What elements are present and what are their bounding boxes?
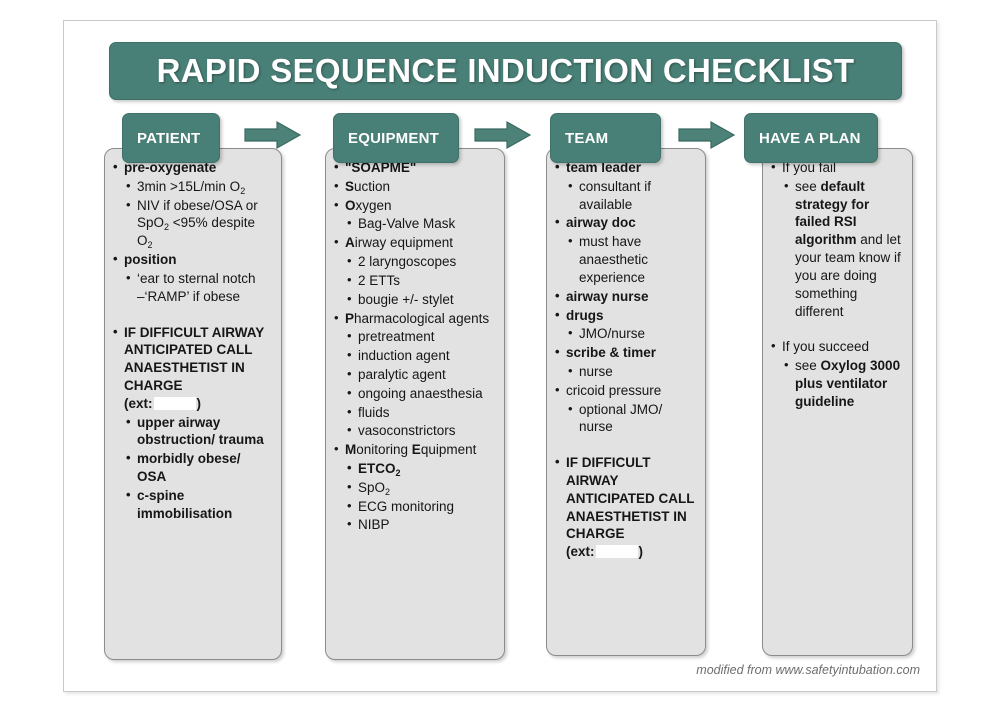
list-item: If you fail bbox=[769, 158, 904, 177]
list-spacer bbox=[769, 321, 904, 337]
section-header-patient-label: PATIENT bbox=[137, 129, 201, 147]
list-item: vasoconstrictors bbox=[332, 421, 496, 440]
list-item: drugs bbox=[553, 306, 697, 325]
list-item: c-spine immobilisation bbox=[111, 486, 273, 523]
list-item: JMO/nurse bbox=[553, 324, 697, 343]
list-item: ECG monitoring bbox=[332, 497, 496, 516]
list-item: ETCO2 bbox=[332, 459, 496, 478]
extension-blank-field[interactable] bbox=[153, 396, 196, 410]
section-header-have-a-plan-label: HAVE A PLAN bbox=[759, 129, 861, 147]
list-item: SpO2 bbox=[332, 478, 496, 497]
list-item: optional JMO/ nurse bbox=[553, 400, 697, 437]
list-item-difficult-airway: IF DIFFICULT AIRWAY ANTICIPATED CALL ANA… bbox=[111, 322, 273, 413]
checklist-patient: pre-oxygenate 3min >15L/min O2 NIV if ob… bbox=[111, 158, 273, 523]
list-item: paralytic agent bbox=[332, 365, 496, 384]
list-item-difficult-airway: IF DIFFICULT AIRWAY ANTICIPATED CALL ANA… bbox=[553, 453, 697, 561]
list-item: ‘ear to sternal notch –‘RAMP’ if obese bbox=[111, 269, 273, 306]
page-title: RAPID SEQUENCE INDUCTION CHECKLIST bbox=[156, 52, 855, 89]
list-item: upper airway obstruction/ trauma bbox=[111, 413, 273, 450]
content-card-team: team leader consultant if available airw… bbox=[546, 148, 706, 656]
list-item: scribe & timer bbox=[553, 343, 697, 362]
list-item: airway doc bbox=[553, 213, 697, 232]
arrow-right-icon bbox=[244, 120, 302, 150]
list-item: NIBP bbox=[332, 515, 496, 534]
list-item: Bag-Valve Mask bbox=[332, 214, 496, 233]
list-item: 2 laryngoscopes bbox=[332, 252, 496, 271]
list-item: consultant if available bbox=[553, 177, 697, 214]
section-header-team-label: TEAM bbox=[565, 129, 609, 147]
checklist-equipment: "SOAPME" Suction Oxygen Bag-Valve Mask A… bbox=[332, 158, 496, 534]
list-item: morbidly obese/ OSA bbox=[111, 449, 273, 486]
source-credit: modified from www.safetyintubation.com bbox=[696, 663, 920, 677]
list-item: must have anaesthetic experience bbox=[553, 232, 697, 286]
section-header-team[interactable]: TEAM bbox=[550, 113, 661, 163]
section-header-have-a-plan[interactable]: HAVE A PLAN bbox=[744, 113, 878, 163]
list-item: Airway equipment bbox=[332, 233, 496, 252]
list-item: Pharmacological agents bbox=[332, 309, 496, 328]
list-item: position bbox=[111, 250, 273, 269]
extension-blank-field[interactable] bbox=[595, 545, 638, 559]
section-header-equipment-label: EQUIPMENT bbox=[348, 129, 439, 147]
list-item: pre-oxygenate bbox=[111, 158, 273, 177]
list-item: team leader bbox=[553, 158, 697, 177]
page-title-banner: RAPID SEQUENCE INDUCTION CHECKLIST bbox=[109, 42, 902, 100]
list-item: bougie +/- stylet bbox=[332, 290, 496, 309]
content-card-equipment: "SOAPME" Suction Oxygen Bag-Valve Mask A… bbox=[325, 148, 505, 660]
list-item: see Oxylog 3000 plus ventilator guidelin… bbox=[769, 356, 904, 410]
list-item: fluids bbox=[332, 403, 496, 422]
list-item: Oxygen bbox=[332, 196, 496, 215]
list-item: Suction bbox=[332, 177, 496, 196]
list-item: see default strategy for failed RSI algo… bbox=[769, 177, 904, 321]
list-spacer bbox=[111, 307, 273, 323]
list-spacer bbox=[553, 437, 697, 453]
content-card-patient: pre-oxygenate 3min >15L/min O2 NIV if ob… bbox=[104, 148, 282, 660]
list-item: nurse bbox=[553, 362, 697, 381]
checklist-have-a-plan: If you fail see default strategy for fai… bbox=[769, 158, 904, 411]
list-item: Monitoring Equipment bbox=[332, 440, 496, 459]
arrow-right-icon bbox=[474, 120, 532, 150]
list-item: NIV if obese/OSA or SpO2 <95% despite O2 bbox=[111, 196, 273, 251]
section-header-equipment[interactable]: EQUIPMENT bbox=[333, 113, 459, 163]
list-item: 3min >15L/min O2 bbox=[111, 177, 273, 196]
list-item: If you succeed bbox=[769, 337, 904, 356]
list-item: induction agent bbox=[332, 346, 496, 365]
list-item: airway nurse bbox=[553, 287, 697, 306]
checklist-team: team leader consultant if available airw… bbox=[553, 158, 697, 561]
list-item: "SOAPME" bbox=[332, 158, 496, 177]
arrow-right-icon bbox=[678, 120, 736, 150]
list-item: ongoing anaesthesia bbox=[332, 384, 496, 403]
list-item: cricoid pressure bbox=[553, 381, 697, 400]
section-header-patient[interactable]: PATIENT bbox=[122, 113, 220, 163]
content-card-have-a-plan: If you fail see default strategy for fai… bbox=[762, 148, 913, 656]
list-item: pretreatment bbox=[332, 327, 496, 346]
list-item: 2 ETTs bbox=[332, 271, 496, 290]
